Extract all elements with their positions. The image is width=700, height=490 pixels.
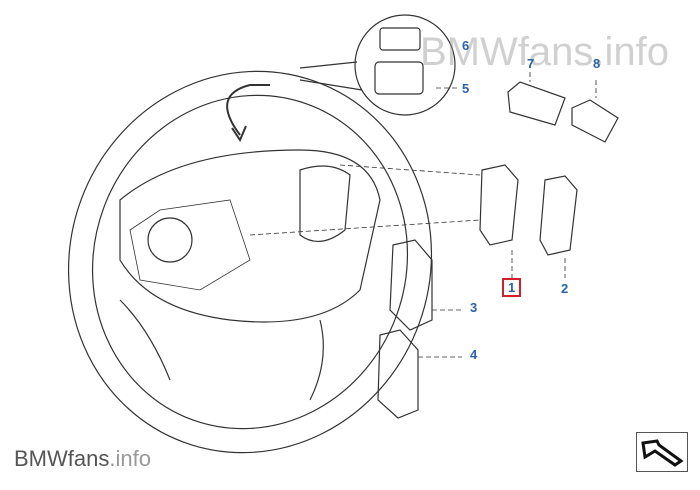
logo-brand: BMWfans bbox=[14, 446, 110, 471]
arrow bbox=[226, 84, 270, 136]
arrow-head bbox=[231, 125, 247, 143]
arrow-back-icon bbox=[641, 439, 684, 467]
part-5-shape bbox=[374, 61, 424, 95]
part-label-7[interactable]: 7 bbox=[527, 56, 535, 71]
hub-center bbox=[147, 217, 193, 263]
back-navigation-button[interactable] bbox=[636, 432, 688, 472]
wheel-rim-inner bbox=[91, 94, 409, 430]
part-label-4[interactable]: 4 bbox=[470, 347, 478, 362]
detail-leader-2 bbox=[299, 79, 363, 91]
wheel-rim bbox=[67, 70, 433, 454]
part-2-shape bbox=[539, 175, 578, 256]
spoke-right bbox=[299, 165, 351, 242]
logo-suffix: .info bbox=[109, 446, 151, 471]
part-label-8[interactable]: 8 bbox=[593, 56, 601, 71]
part-6-shape bbox=[379, 27, 421, 51]
part-label-2[interactable]: 2 bbox=[561, 281, 569, 296]
bmwfans-logo: BMWfans.info bbox=[14, 446, 151, 472]
part-4-shape bbox=[377, 329, 419, 419]
watermark: BMWfans.info bbox=[420, 30, 669, 74]
part-1-shape bbox=[479, 164, 519, 246]
detail-leader bbox=[299, 61, 358, 69]
detail-circle bbox=[354, 14, 456, 116]
part-label-3[interactable]: 3 bbox=[470, 300, 478, 315]
spokes-lower bbox=[119, 299, 324, 401]
part-label-1-selected[interactable]: 1 bbox=[502, 278, 522, 297]
steering-wheel-drawing bbox=[67, 14, 619, 454]
hub-mechanism bbox=[129, 199, 251, 291]
part-label-6[interactable]: 6 bbox=[462, 38, 470, 53]
part-8-shape bbox=[571, 99, 619, 143]
wheel-hub bbox=[119, 149, 381, 323]
part-7-shape bbox=[507, 81, 566, 126]
part-3-shape bbox=[389, 239, 433, 331]
leader-lines bbox=[249, 72, 597, 358]
parts-diagram: BMWfans.info 6 5 7 8 1 2 3 4 BMWfans.inf… bbox=[14, 14, 688, 472]
part-label-5[interactable]: 5 bbox=[462, 81, 470, 96]
